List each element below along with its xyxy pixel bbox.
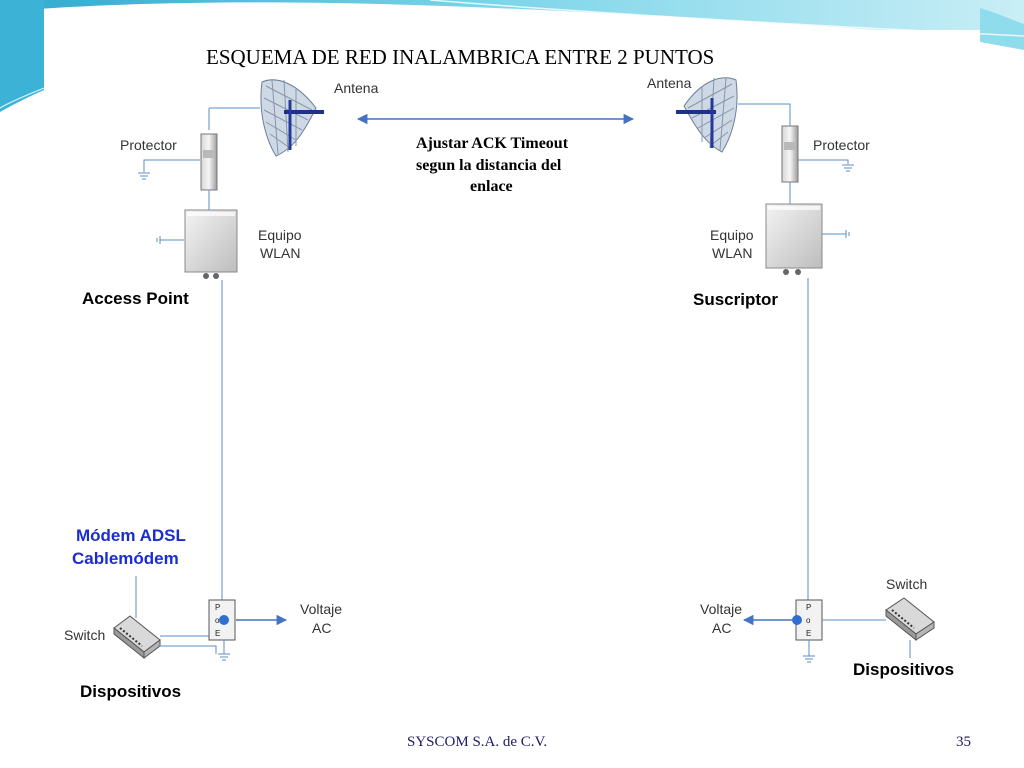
left-equipment-ground-icon <box>156 236 161 244</box>
right-role-label: Suscriptor <box>693 290 778 309</box>
link-note-line-2: segun la distancia del <box>416 157 562 174</box>
left-antenna-icon <box>260 79 324 157</box>
left-poe-ground-icon <box>218 653 230 661</box>
left-protector-ground-icon <box>138 172 150 180</box>
right-voltage-label-2: AC <box>712 620 731 636</box>
right-equipment-ground-icon <box>845 230 850 238</box>
svg-text:E: E <box>806 629 811 638</box>
svg-text:P: P <box>215 603 220 612</box>
right-antenna-cable <box>738 103 791 126</box>
right-switch-label: Switch <box>886 576 927 592</box>
left-wlan-equipment-icon <box>184 209 238 279</box>
left-role-label: Access Point <box>82 289 189 308</box>
right-equipment-label-1: Equipo <box>710 227 754 243</box>
right-protector-icon <box>781 125 799 183</box>
left-switch-label: Switch <box>64 627 105 643</box>
right-antenna-label: Antena <box>647 75 692 91</box>
left-switch-icon <box>113 615 161 660</box>
right-poe-injector-icon: P o E <box>792 599 823 641</box>
right-poe-ground-icon <box>803 655 815 663</box>
footer-page-number: 35 <box>956 734 971 750</box>
right-voltage-label-1: Voltaje <box>700 601 742 617</box>
right-switch-icon <box>885 597 935 642</box>
footer-company: SYSCOM S.A. de C.V. <box>407 734 548 750</box>
content-panel <box>44 30 980 714</box>
left-swoosh <box>0 0 44 112</box>
right-swoosh <box>980 8 1024 50</box>
left-swoosh-line <box>0 87 45 109</box>
left-protector-label: Protector <box>120 137 177 153</box>
right-devices-label: Dispositivos <box>853 660 954 679</box>
link-note-line-3: enlace <box>470 178 513 195</box>
svg-text:o: o <box>215 616 220 625</box>
svg-text:o: o <box>806 616 811 625</box>
left-poe-injector-icon: P o E <box>208 599 236 641</box>
right-protector-label: Protector <box>813 137 870 153</box>
right-antenna-icon <box>676 77 738 153</box>
left-equipment-label-1: Equipo <box>258 227 302 243</box>
left-voltage-label-1: Voltaje <box>300 601 342 617</box>
left-antenna-label: Antena <box>334 80 379 96</box>
right-equipment-label-2: WLAN <box>712 245 752 261</box>
top-swoosh <box>0 0 1024 40</box>
right-protector-ground-line <box>798 159 849 164</box>
svg-text:E: E <box>215 629 220 638</box>
svg-text:P: P <box>806 603 811 612</box>
left-equipment-label-2: WLAN <box>260 245 300 261</box>
right-wlan-equipment-icon <box>765 203 823 275</box>
left-devices-label: Dispositivos <box>80 682 181 701</box>
diagram-title: ESQUEMA DE RED INALAMBRICA ENTRE 2 PUNTO… <box>206 45 714 69</box>
link-note-line-1: Ajustar ACK Timeout <box>416 135 569 152</box>
left-modem-label-1: Módem ADSL <box>76 526 186 545</box>
left-protector-ground-line <box>143 159 200 172</box>
left-voltage-label-2: AC <box>312 620 331 636</box>
left-protector-icon <box>200 133 218 191</box>
left-modem-label-2: Cablemódem <box>72 549 179 568</box>
left-switch-ground-line <box>158 645 217 654</box>
right-protector-ground-icon <box>842 164 854 172</box>
